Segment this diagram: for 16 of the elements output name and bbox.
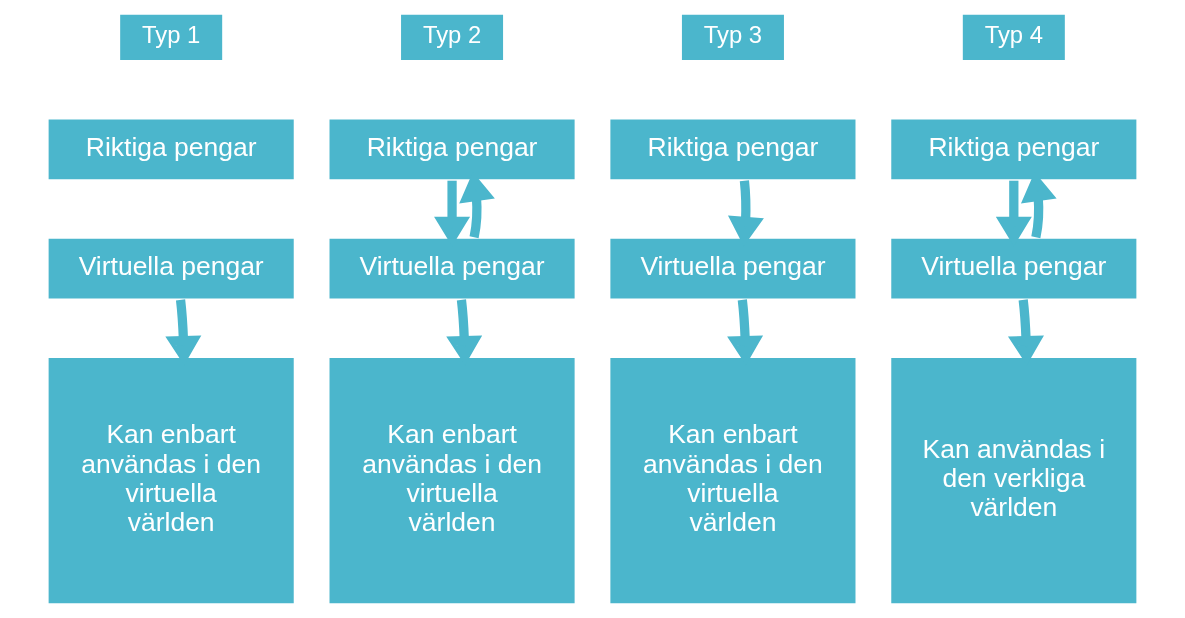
node-box: Virtuella pengar bbox=[326, 236, 578, 302]
node-box: Typ 3 bbox=[679, 12, 787, 63]
node-box: Riktiga pengar bbox=[607, 116, 859, 182]
node-box: Typ 2 bbox=[398, 12, 506, 63]
node-box: Kan enbart användas i den virtuella världen bbox=[45, 355, 297, 606]
node-box: Kan enbart användas i den virtuella världen bbox=[607, 355, 859, 606]
node-box: Typ 4 bbox=[960, 12, 1068, 63]
node-box: Virtuella pengar bbox=[607, 236, 859, 302]
node-box: Riktiga pengar bbox=[888, 116, 1140, 182]
node-box: Virtuella pengar bbox=[888, 236, 1140, 302]
node-box: Riktiga pengar bbox=[326, 116, 578, 182]
node-box: Typ 1 bbox=[117, 12, 225, 63]
node-box: Kan användas i den verkliga världen bbox=[888, 355, 1140, 606]
node-box: Kan enbart användas i den virtuella världen bbox=[326, 355, 578, 606]
node-box: Riktiga pengar bbox=[45, 116, 297, 182]
node-box: Virtuella pengar bbox=[45, 236, 297, 302]
